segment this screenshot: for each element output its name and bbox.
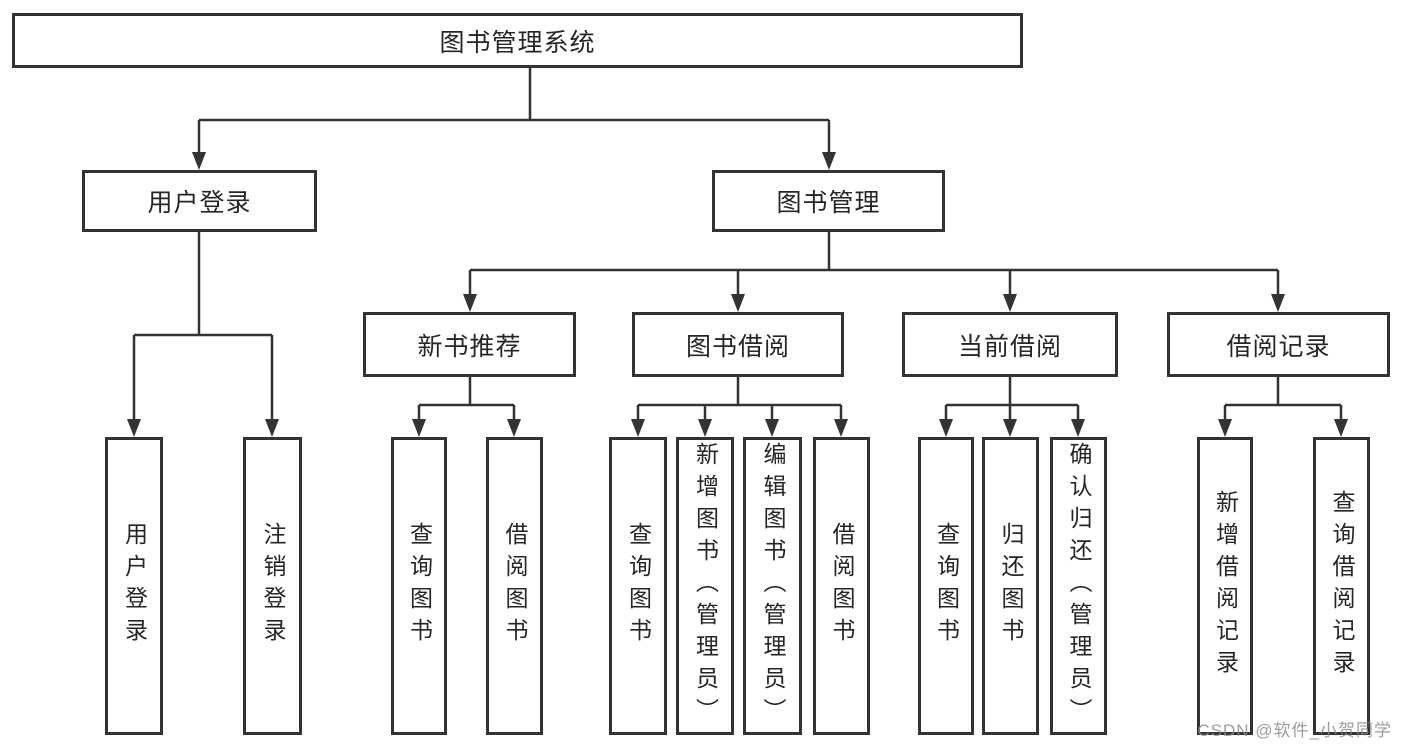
leaf-query-books-borrowing: 查询图书 — [609, 437, 667, 735]
leaf-query-books-current-label: 查询图书 — [933, 522, 960, 650]
leaf-add-books-admin-label: 新增图书（管理员） — [692, 442, 719, 730]
leaf-query-borrow-record-label: 查询借阅记录 — [1329, 490, 1355, 682]
node-root-library-system: 图书管理系统 — [12, 13, 1023, 68]
node-user-login: 用户登录 — [82, 170, 317, 232]
leaf-confirm-return-admin-label: 确认归还（管理员） — [1066, 442, 1092, 730]
leaf-borrow-books-borrowing: 借阅图书 — [813, 437, 870, 735]
connector-new-book-branch — [417, 377, 516, 421]
node-current-borrowing: 当前借阅 — [902, 312, 1118, 377]
leaf-user-login: 用户登录 — [105, 437, 163, 735]
leaf-user-login-label: 用户登录 — [121, 522, 148, 650]
node-current-borrowing-label: 当前借阅 — [957, 332, 1062, 361]
node-user-login-label: 用户登录 — [147, 189, 252, 217]
node-new-book-recommend-label: 新书推荐 — [417, 332, 522, 361]
node-borrowing-records-label: 借阅记录 — [1226, 332, 1331, 361]
node-new-book-recommend: 新书推荐 — [363, 312, 576, 377]
node-book-management-label: 图书管理 — [776, 189, 881, 217]
node-borrowing-records: 借阅记录 — [1167, 312, 1390, 377]
leaf-add-borrow-record-label: 新增借阅记录 — [1212, 490, 1239, 682]
connector-root-branch — [197, 68, 831, 154]
connector-current-borrow-branch — [944, 377, 1080, 421]
leaf-borrow-books-recommend-label: 借阅图书 — [502, 522, 528, 650]
leaf-borrow-books-recommend: 借阅图书 — [486, 437, 543, 735]
node-book-borrowing-label: 图书借阅 — [685, 332, 790, 361]
leaf-add-borrow-record: 新增借阅记录 — [1197, 437, 1253, 735]
connector-book-mgmt-branch — [468, 232, 1280, 296]
leaf-logout: 注销登录 — [243, 437, 302, 735]
leaf-query-borrow-record: 查询借阅记录 — [1313, 437, 1370, 735]
leaf-return-books-label: 归还图书 — [998, 522, 1024, 650]
leaf-return-books: 归还图书 — [982, 437, 1039, 735]
node-book-borrowing: 图书借阅 — [632, 312, 844, 377]
leaf-add-books-admin: 新增图书（管理员） — [676, 437, 734, 735]
leaf-query-books-borrowing-label: 查询图书 — [625, 522, 652, 650]
leaf-edit-books-admin-label: 编辑图书（管理员） — [760, 442, 786, 730]
leaf-query-books-recommend-label: 查询图书 — [406, 522, 433, 650]
connector-user-login-branch — [132, 232, 274, 421]
leaf-logout-label: 注销登录 — [260, 522, 286, 650]
leaf-borrow-books-borrowing-label: 借阅图书 — [829, 522, 855, 650]
csdn-watermark: CSDN @软件_小贺同学 — [1197, 721, 1392, 740]
leaf-edit-books-admin: 编辑图书（管理员） — [743, 437, 802, 735]
node-book-management: 图书管理 — [712, 170, 945, 232]
leaf-confirm-return-admin: 确认归还（管理员） — [1050, 437, 1107, 735]
connector-book-borrow-branch — [636, 377, 843, 421]
leaf-query-books-recommend: 查询图书 — [391, 437, 447, 735]
connector-borrow-records-branch — [1223, 377, 1343, 421]
node-root-label: 图书管理系统 — [439, 28, 596, 57]
leaf-query-books-current: 查询图书 — [918, 437, 974, 735]
arrowheads — [127, 152, 1348, 437]
